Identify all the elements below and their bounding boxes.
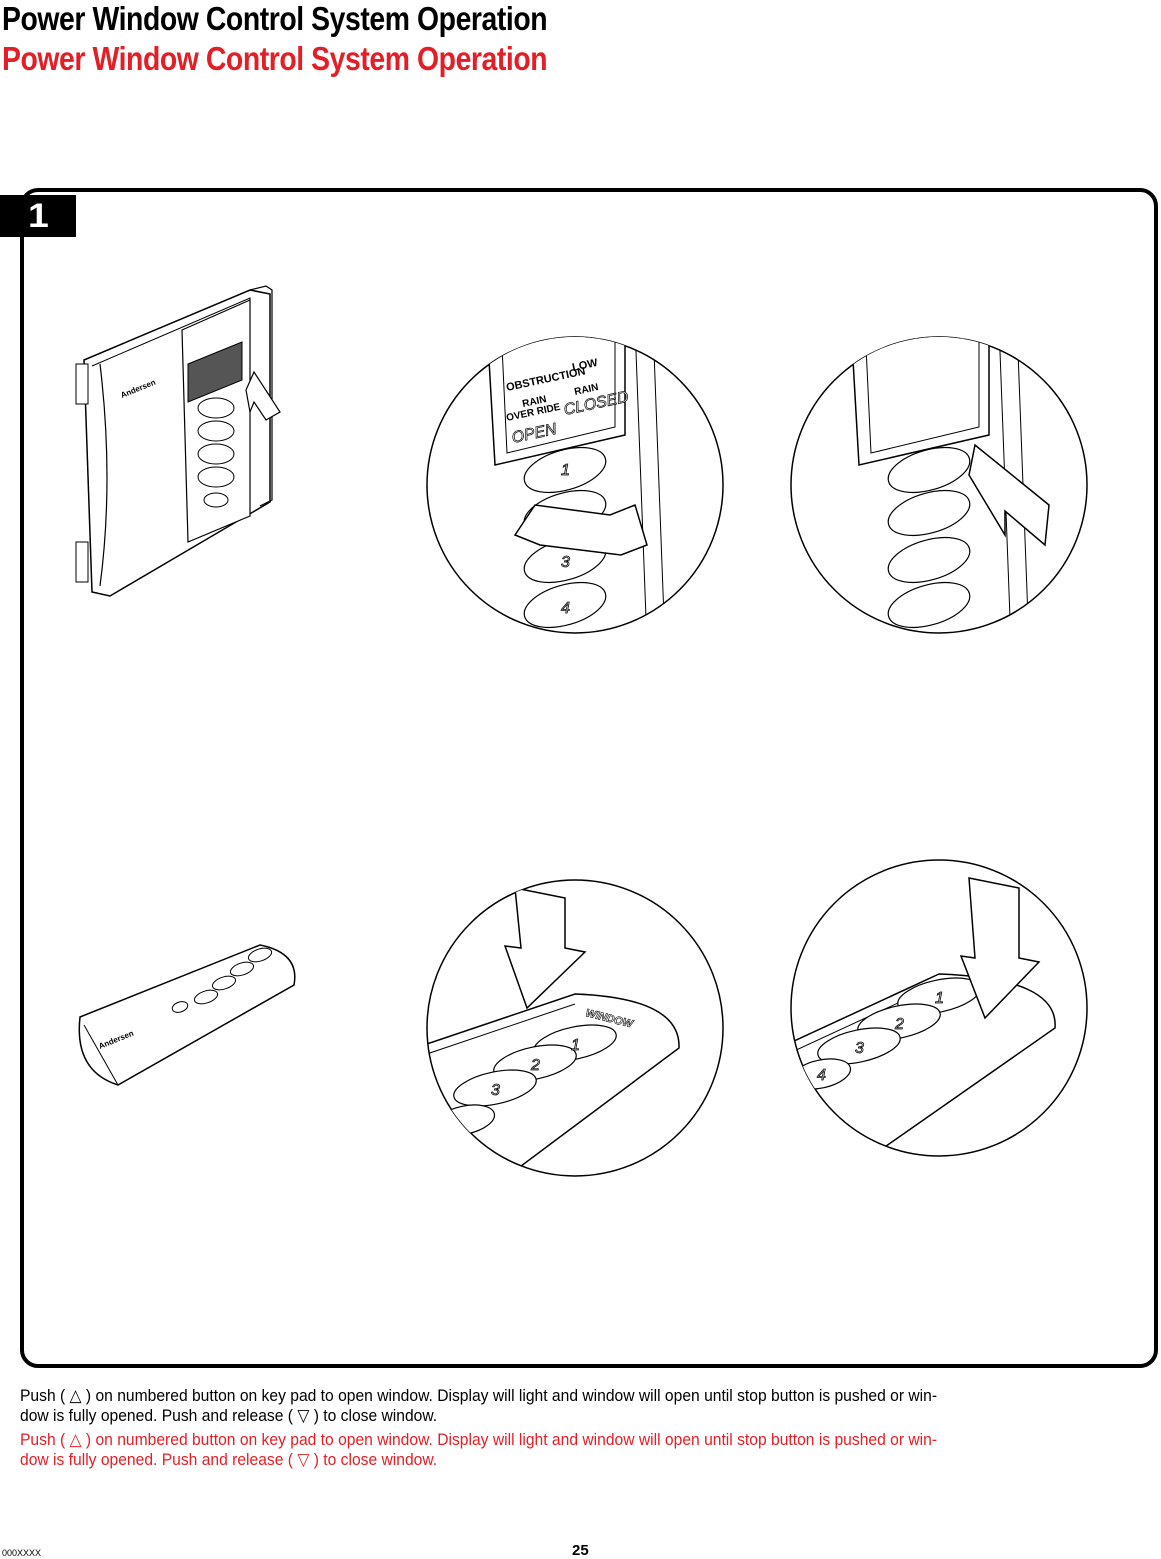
rain-left-label: RAIN (521, 394, 547, 410)
keypad-buttons (197, 397, 235, 508)
button-1-number: 1 (561, 462, 570, 479)
keypad-detail-open: OBSTRUCTION LOW RAIN RAIN OVER RIDE OPEN… (426, 336, 724, 634)
remote-detail-open: WINDOW 1 2 3 (426, 879, 724, 1177)
press-arrow-icon (968, 443, 1050, 547)
caption-line: dow is fully opened. Push and release ( … (20, 1406, 438, 1425)
keypad-detail-close (790, 336, 1088, 634)
remote-detail-close: 1 2 3 4 (790, 859, 1088, 1157)
remote-button-3-number: 3 (855, 1040, 864, 1057)
pointer-arrow-icon (245, 370, 281, 421)
caption-line: dow is fully opened. Push and release ( … (20, 1450, 438, 1469)
wall-keypad-illustration: Andersen (75, 285, 281, 597)
page-number: 25 (572, 1542, 589, 1559)
instruction-caption: Push ( △ ) on numbered button on key pad… (20, 1386, 995, 1426)
press-arrow-icon (503, 887, 587, 1010)
remote-illustration: Andersen (78, 944, 296, 1086)
rain-right-label: RAIN (573, 382, 599, 398)
button-3-number: 3 (561, 554, 570, 571)
remote-button-4-number: 4 (817, 1067, 826, 1084)
press-arrow-icon (959, 877, 1041, 1020)
low-label: LOW (571, 357, 599, 374)
remote-button-3-number: 3 (491, 1082, 500, 1099)
caption-line: Push ( △ ) on numbered button on key pad… (20, 1386, 938, 1405)
step-frame (20, 188, 1158, 1368)
step-badge: 1 (0, 195, 76, 237)
instruction-caption-translation: Push ( △ ) on numbered button on key pad… (20, 1430, 995, 1470)
press-arrow-icon (513, 503, 648, 556)
step-number: 1 (27, 197, 49, 235)
page-title: Power Window Control System Operation (2, 0, 548, 37)
remote-button-1-number: 1 (935, 990, 944, 1007)
page-title-translation: Power Window Control System Operation (2, 40, 548, 77)
remote-button-1-number: 1 (571, 1037, 580, 1054)
document-code: 000XXXX (2, 1548, 42, 1558)
remote-button-2-number: 2 (530, 1057, 540, 1074)
caption-line: Push ( △ ) on numbered button on key pad… (20, 1430, 938, 1449)
remote-button-2-number: 2 (894, 1016, 904, 1033)
button-4-number: 4 (561, 600, 570, 617)
